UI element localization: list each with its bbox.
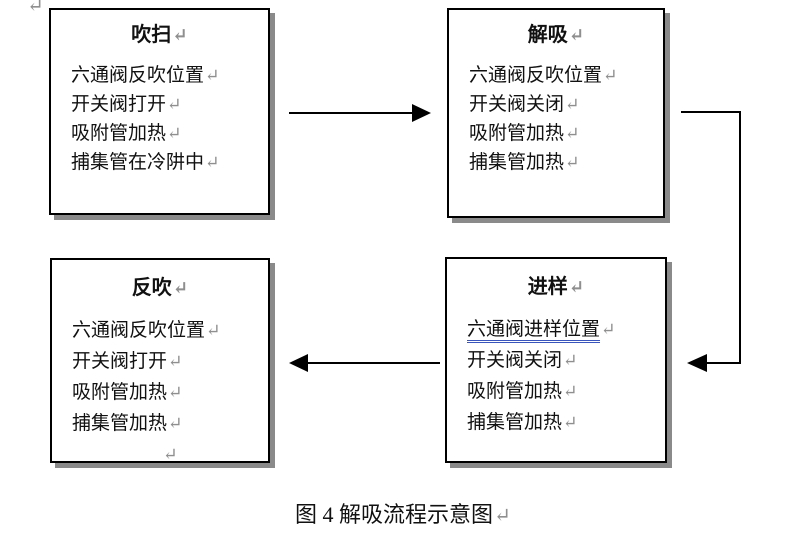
return-mark-icon: ↵ — [563, 381, 578, 401]
return-mark-icon: ↵ — [167, 123, 182, 143]
return-mark-icon: ↵ — [563, 350, 578, 370]
flowbox-purge-title: 吹扫↵ — [51, 23, 268, 47]
arrow-injection-to-backflush — [289, 354, 440, 372]
flowbox-desorption-title: 解吸↵ — [449, 23, 663, 47]
box-line: 吸附管加热↵ — [72, 382, 183, 403]
box-line: 捕集管加热↵ — [72, 413, 183, 434]
flowbox-backflush-title: 反吹↵ — [52, 276, 268, 300]
return-mark-icon: ↵ — [205, 65, 220, 85]
box-title-text: 反吹 — [131, 277, 172, 299]
return-mark-icon: ↵ — [172, 25, 188, 45]
figure-caption: 图 4 解吸流程示意图↵ — [0, 499, 806, 532]
return-mark-icon: ↵ — [205, 152, 220, 172]
box-line: 捕集管加热↵ — [467, 412, 578, 433]
box-line: 六通阀反吹位置↵ — [71, 65, 220, 86]
return-mark-icon: ↵ — [565, 123, 580, 143]
return-mark-icon: ↵ — [565, 94, 580, 114]
box-title-text: 吹扫 — [131, 24, 172, 46]
flowbox-injection-body: 六通阀进样位置↵ 开关阀关闭↵ 吸附管加热↵ 捕集管加热↵ — [447, 314, 665, 438]
return-mark-icon: ↵ — [568, 25, 585, 45]
flowbox-injection-title: 进样↵ — [447, 275, 665, 299]
return-mark-icon: ↵ — [601, 319, 616, 339]
box-title-text: 解吸 — [527, 24, 568, 46]
arrowhead-left-icon — [289, 354, 308, 372]
return-mark-icon: ↵ — [206, 320, 221, 340]
figure-caption-text: 图 4 解吸流程示意图 — [295, 502, 494, 527]
return-mark-icon: ↵ — [168, 413, 183, 433]
underlined-text: 六通阀进样位置 — [467, 320, 601, 343]
return-mark-icon: ↵ — [163, 444, 178, 464]
return-mark-icon: ↵ — [603, 65, 618, 85]
box-line: 六通阀反吹位置↵ — [72, 320, 221, 341]
box-line: 捕集管加热↵ — [469, 152, 580, 173]
box-line: 开关阀打开↵ — [71, 94, 182, 115]
connector-desorption-to-injection — [681, 111, 741, 372]
flowbox-injection: 进样↵ 六通阀进样位置↵ 开关阀关闭↵ 吸附管加热↵ 捕集管加热↵ — [445, 257, 667, 463]
return-mark-icon: ↵ — [167, 94, 182, 114]
return-mark-icon: ↵ — [565, 152, 580, 172]
box-line: 吸附管加热↵ — [71, 123, 182, 144]
flowbox-backflush-body: 六通阀反吹位置↵ 开关阀打开↵ 吸附管加热↵ 捕集管加热↵ ↵ — [52, 315, 268, 470]
return-mark-icon: ↵ — [568, 277, 585, 297]
return-mark-icon: ↵ — [168, 382, 183, 402]
box-line: 开关阀打开↵ — [72, 351, 183, 372]
flowbox-desorption-body: 六通阀反吹位置↵ 开关阀关闭↵ 吸附管加热↵ 捕集管加热↵ — [449, 61, 663, 177]
paragraph-return-icon: ↵ — [27, 0, 44, 17]
arrowhead-left-icon — [687, 354, 707, 372]
flowbox-backflush: 反吹↵ 六通阀反吹位置↵ 开关阀打开↵ 吸附管加热↵ 捕集管加热↵ ↵ — [50, 258, 270, 464]
empty-line: ↵ — [72, 439, 268, 470]
return-mark-icon: ↵ — [168, 351, 183, 371]
flowbox-desorption: 解吸↵ 六通阀反吹位置↵ 开关阀关闭↵ 吸附管加热↵ 捕集管加热↵ — [447, 8, 665, 218]
box-line: 吸附管加热↵ — [467, 381, 578, 402]
return-mark-icon: ↵ — [563, 412, 578, 432]
flowbox-purge: 吹扫↵ 六通阀反吹位置↵ 开关阀打开↵ 吸附管加热↵ 捕集管在冷阱中↵ — [49, 8, 270, 215]
box-title-text: 进样 — [527, 276, 568, 298]
box-line: 吸附管加热↵ — [469, 123, 580, 144]
box-line: 六通阀进样位置↵ — [467, 314, 665, 345]
box-line: 开关阀关闭↵ — [469, 94, 580, 115]
flowbox-purge-body: 六通阀反吹位置↵ 开关阀打开↵ 吸附管加热↵ 捕集管在冷阱中↵ — [51, 61, 268, 177]
box-line: 六通阀反吹位置↵ — [469, 65, 618, 86]
box-line: 捕集管在冷阱中↵ — [71, 152, 220, 173]
arrowhead-right-icon — [412, 104, 431, 122]
return-mark-icon: ↵ — [172, 278, 189, 298]
box-line: 开关阀关闭↵ — [467, 350, 578, 371]
return-mark-icon: ↵ — [494, 505, 511, 527]
arrow-purge-to-desorption — [289, 104, 431, 122]
